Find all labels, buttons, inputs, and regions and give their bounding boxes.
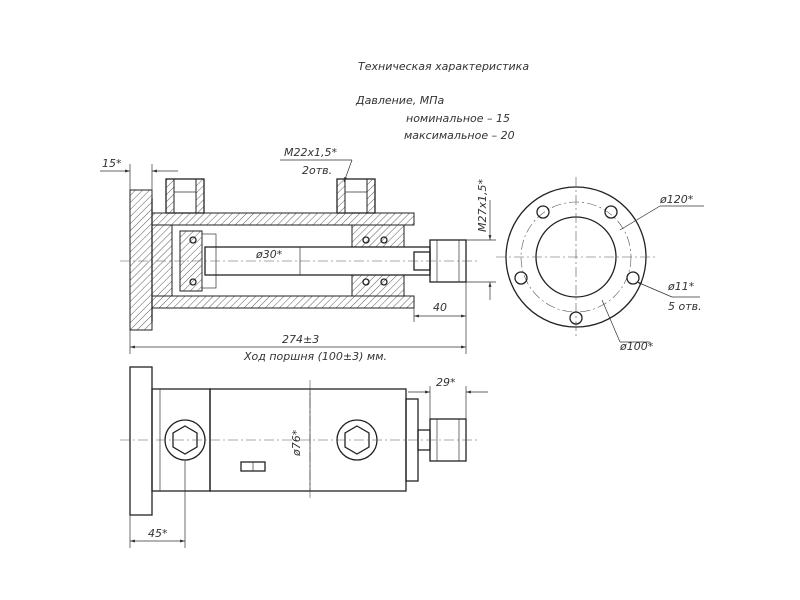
dim-port-count: 2отв. xyxy=(302,164,332,177)
spec-title: Техническая характеристика xyxy=(358,60,529,73)
spec-maximum: максимальное – 20 xyxy=(404,129,515,142)
dim-hole-dia: ø11* xyxy=(667,280,695,293)
bolt-hole xyxy=(536,205,550,219)
side-flange xyxy=(129,366,153,516)
dim-nut-width: 29* xyxy=(436,376,456,389)
dim-mount-offset: 45* xyxy=(148,527,168,540)
bolt-hole xyxy=(514,271,528,285)
gland-section-top xyxy=(351,224,405,248)
spec-pressure: Давление, МПа xyxy=(355,94,444,107)
dim-rod-thread: M27x1,5* xyxy=(476,179,489,232)
dim-body-dia: ø76* xyxy=(290,429,303,457)
side-view: ø76* 29* 45* xyxy=(120,366,488,548)
flange-section xyxy=(129,189,153,331)
spec-block: Техническая характеристика Давление, МПа… xyxy=(355,60,529,142)
dim-rod-extension: 40 xyxy=(433,301,447,314)
barrel-wall-bottom xyxy=(151,295,415,309)
spec-nominal: номинальное – 15 xyxy=(406,112,510,125)
dim-flange-thickness: 15* xyxy=(102,157,122,170)
port-left xyxy=(165,178,205,214)
dim-hole-count: 5 отв. xyxy=(668,300,702,313)
gland-section-bottom xyxy=(351,274,405,297)
dim-rod-dia: ø30* xyxy=(255,248,283,261)
section-view: 15* M22x1,5* 2отв. ø30* M27x1,5* 40 274±… xyxy=(100,146,496,363)
flange-end-view: ø120* ø11* 5 отв. ø100* xyxy=(496,177,704,353)
bolt-hole xyxy=(604,205,618,219)
bolt-hole xyxy=(569,311,583,325)
barrel-wall-top xyxy=(151,212,415,226)
dim-total-length: 274±3 xyxy=(282,333,319,346)
dim-port-thread: M22x1,5* xyxy=(284,146,337,159)
dim-center-dia: ø100* xyxy=(619,340,654,353)
dim-stroke: Ход поршня (100±3) мм. xyxy=(243,350,387,363)
dim-bolt-circle: ø120* xyxy=(659,193,694,206)
port-right xyxy=(336,178,376,214)
bolt-hole xyxy=(626,271,640,285)
